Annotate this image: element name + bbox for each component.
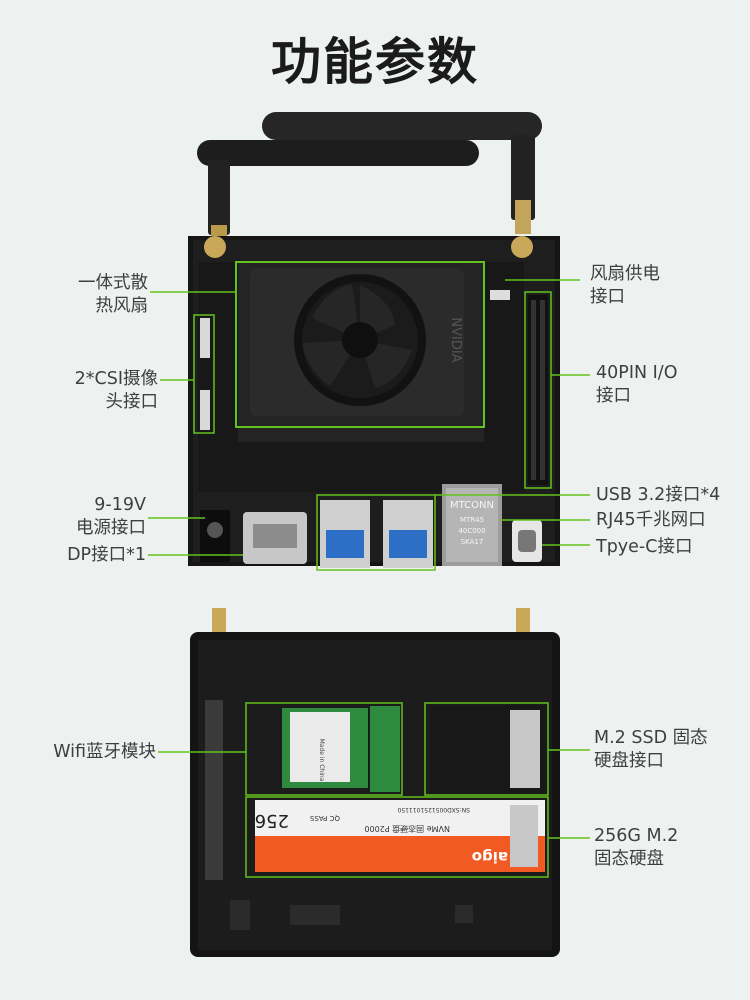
ssd-serial-text: SN:SXD0051251011150 — [397, 806, 470, 813]
antenna-right-icon — [262, 112, 542, 234]
label-usb: USB 3.2接口*4 — [596, 485, 721, 505]
ssd-pass-text: QC PASS — [309, 814, 340, 822]
label-dp: DP接口*1 — [67, 545, 146, 565]
label-fan: 一体式散热风扇 — [78, 273, 148, 316]
nvidia-logo-text: NVIDIA — [448, 317, 463, 362]
rj45-part-text: 40C000 — [458, 527, 485, 535]
label-m2-slot: M.2 SSD 固态硬盘接口 — [594, 728, 708, 771]
label-wifi: Wifi蓝牙模块 — [53, 742, 156, 762]
label-csi: 2*CSI摄像头接口 — [74, 369, 158, 412]
label-rj45: RJ45千兆网口 — [596, 510, 706, 530]
wifi-made-text: Made in China — [318, 739, 325, 782]
rj45-brand-text: MTCONN — [450, 500, 494, 511]
bottom-callout-lines — [158, 749, 590, 839]
top-device-photo: NVIDIA MTCONN MTR45 40C000 SKA17 — [188, 112, 560, 571]
top-callout-lines — [148, 279, 590, 556]
rj45-model-text: MTR45 — [460, 516, 484, 524]
label-fan-power: 风扇供电接口 — [590, 264, 660, 307]
page-title: 功能参数 — [271, 33, 479, 91]
antenna-left-icon — [197, 140, 479, 253]
ssd-capacity-text: 256 — [255, 810, 289, 831]
rj45-code-text: SKA17 — [461, 538, 484, 546]
bottom-device-photo: Made in China 256 QC PASS SN:SXD00512510… — [190, 608, 560, 957]
ssd-model-text: NVMe 固态硬盘 P2000 — [364, 824, 450, 834]
ssd-brand-text: aigo — [472, 848, 508, 866]
label-typec: Tpye-C接口 — [596, 537, 693, 557]
